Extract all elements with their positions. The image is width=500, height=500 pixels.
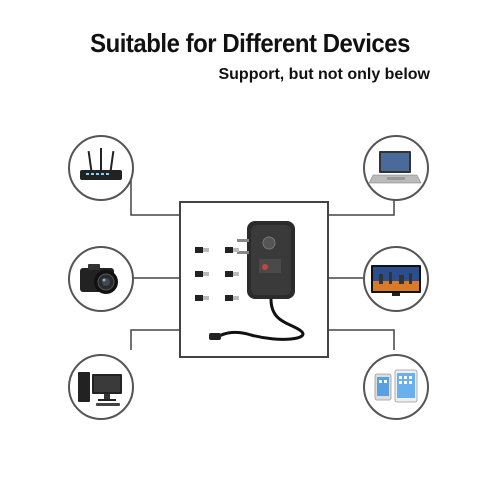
connector-tablet [325,329,395,350]
desktop-computer-icon [78,372,122,406]
adapter-box [179,201,329,358]
laptop-icon [368,151,422,184]
tv-circle [363,246,429,312]
page-title: Suitable for Different Devices [90,28,410,58]
tv-monitor-icon [371,265,421,296]
tablet-circle [363,354,429,420]
connector-router [130,175,179,216]
page-subtitle: Support, but not only below [218,66,430,83]
connector-desktop [130,329,179,350]
tablet-phone-icon [374,369,418,403]
router-icon [80,148,122,180]
desktop-circle [68,354,134,420]
laptop-circle [363,135,429,201]
camera-icon [80,264,118,294]
power-adapter-icon [195,221,305,341]
router-circle [68,135,134,201]
camera-circle [68,246,134,312]
